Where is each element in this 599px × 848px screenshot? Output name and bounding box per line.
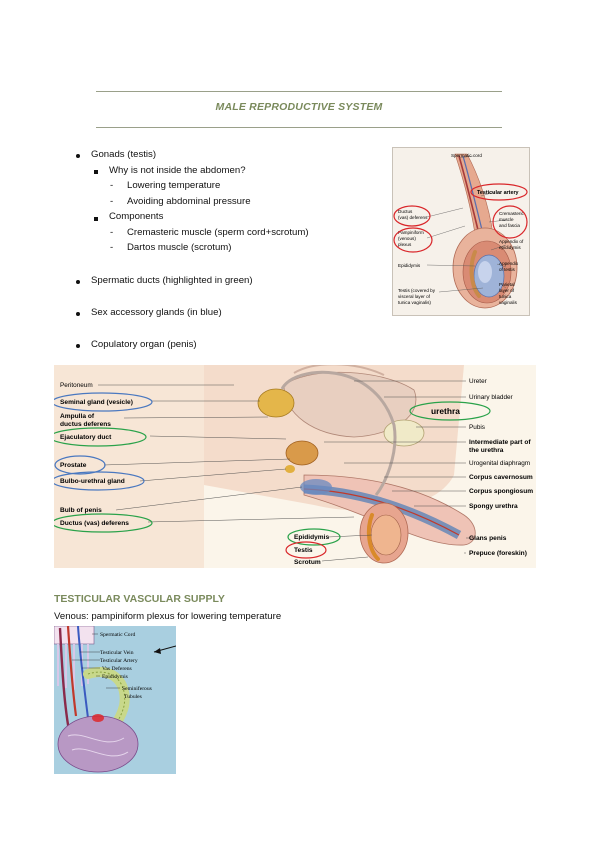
bullet-spermatic-ducts: Spermatic ducts (highlighted in green) [91,275,253,286]
label-cremasteric-line1: Cremasteric [499,211,524,216]
label-parietal-line1: Parietal [499,282,515,287]
bullet-dartos: Dartos muscle (scrotum) [127,242,232,253]
label-testis-line1: Testis (covered by [398,288,436,293]
testis-spermatic-cord-figure: Spermatic cord Testicular artery Ductus … [392,147,530,316]
sub-bullet-marker [94,170,98,174]
page-title: MALE REPRODUCTIVE SYSTEM [215,101,383,113]
label-bulb-of-penis: Bulb of penis [60,507,102,514]
label-seminiferous-line2: Tubules [124,694,142,700]
bullet-avoiding-pressure: Avoiding abdominal pressure [127,196,251,207]
label-pubis: Pubis [469,424,485,431]
label-ejaculatory-duct: Ejaculatory duct [60,434,112,441]
label-ductus-deferens: Ductus (vas) deferens [60,520,129,527]
label-parietal-line2: layer of [499,288,515,293]
label-urinary-bladder: Urinary bladder [469,394,514,401]
bullet-lowering-temperature: Lowering temperature [127,180,221,191]
label-testis-line2: visceral layer of [398,294,431,299]
bullet-components: Components [109,211,164,222]
label-ureter: Ureter [469,378,488,385]
red-highlight-ring [470,183,528,201]
green-highlight-ring [54,513,153,533]
dash-marker: - [110,227,114,238]
label-intermediate-line1: Intermediate part of [469,439,531,446]
label-testicular-vein: Testicular Vein [100,650,134,656]
label-testicular-artery: Testicular Artery [100,658,138,664]
label-appendix-testis-line1: Appendix [499,261,519,266]
label-parietal-line3: tunica [499,294,512,299]
label-urogenital-diaphragm: Urogenital diaphragm [469,460,530,467]
label-pampiniform-line3: plexus [398,242,412,247]
red-highlight-ring [393,205,431,227]
label-pampiniform-line2: (venous) [398,236,416,241]
bullet-copulatory-organ: Copulatory organ (penis) [91,339,197,350]
green-highlight-ring [287,528,341,546]
label-epididymis: Epididymis [102,674,128,680]
section-heading: TESTICULAR VASCULAR SUPPLY [54,593,225,605]
bullet-marker [76,312,80,316]
label-ductus-line1: Ductus [398,209,413,214]
dash-marker: - [110,242,114,253]
label-intermediate-line2: the urethra [469,447,504,454]
testis-illustration: Spermatic cord Testicular artery Ductus … [393,153,528,309]
bullet-marker [76,344,80,348]
label-prostate: Prostate [60,462,87,469]
label-epididymis: Epididymis [294,534,330,541]
label-ductus-line2: (vas) deferens [398,215,428,220]
green-highlight-ring [409,401,491,421]
label-appendix-epididymis-line2: epididymis [499,245,521,250]
bullet-cremasteric: Cremasteric muscle (sperm cord+scrotum) [127,227,309,238]
green-highlight-ring [54,427,147,447]
label-glans-penis: Glans penis [469,535,507,542]
label-cremasteric-line3: and fascia [499,223,520,228]
title-rule-top [96,91,502,92]
sub-bullet-marker [94,217,98,221]
label-appendix-epididymis-line1: Appendix of [499,239,524,244]
bullet-why-not-abdomen: Why is not inside the abdomen? [109,165,246,176]
label-seminal-gland: Seminal gland (vesicle) [60,399,133,406]
bullet-accessory-glands: Sex accessory glands (in blue) [91,307,222,318]
bullet-marker [76,154,80,158]
label-spermatic-cord: Spermatic Cord [100,632,135,638]
blue-highlight-ring [54,455,106,475]
label-pampiniform-line1: Pampiniform [398,230,424,235]
pelvis-sagittal-figure: Peritoneum Seminal gland (vesicle) Ampul… [54,365,536,568]
vascular-illustration: Spermatic Cord Testicular Vein Testicula… [54,626,176,773]
label-ampulla-line2: ductus deferens [60,421,111,428]
label-appendix-testis-line2: of testis [499,267,516,272]
label-vas-deferens: Vas Deferens [102,665,132,672]
blue-highlight-ring [54,471,145,491]
label-ampulla-line1: Ampulla of [60,413,95,420]
label-testicular-artery: Testicular artery [477,190,519,196]
title-rule-bottom [96,127,502,128]
label-bulbo-urethral-gland: Bulbo-urethral gland [60,478,125,485]
dash-marker: - [110,196,114,207]
label-peritoneum: Peritoneum [60,382,93,389]
testicular-vascular-figure: Spermatic Cord Testicular Vein Testicula… [54,626,176,774]
dash-marker: - [110,180,114,191]
label-parietal-line4: vaginalis [499,300,518,305]
red-highlight-ring [393,227,433,253]
bullet-gonads: Gonads (testis) [91,149,157,160]
label-testis: Testis [294,547,313,554]
label-cremasteric-line2: muscle [499,217,514,222]
label-corpus-spongiosum: Corpus spongiosum [469,488,533,495]
label-prepuce: Prepuce (foreskin) [469,550,527,557]
label-spermatic-cord: Spermatic cord [451,153,482,158]
label-epididymis: Epididymis [398,263,421,268]
pelvis-illustration: Peritoneum Seminal gland (vesicle) Ampul… [54,365,533,568]
label-testis-line3: tunica vaginalis) [398,300,431,305]
bullet-marker [76,280,80,284]
blue-highlight-ring [54,392,153,412]
label-urethra: urethra [431,406,460,416]
label-scrotum: Scrotum [294,559,321,566]
label-seminiferous-line1: Seminiferous [122,685,152,692]
label-spongy-urethra: Spongy urethra [469,503,518,510]
red-highlight-ring [492,205,528,239]
label-corpus-cavernosum: Corpus cavernosum [469,474,533,481]
red-highlight-ring [285,541,327,559]
section-text: Venous: pampiniform plexus for lowering … [54,611,282,622]
